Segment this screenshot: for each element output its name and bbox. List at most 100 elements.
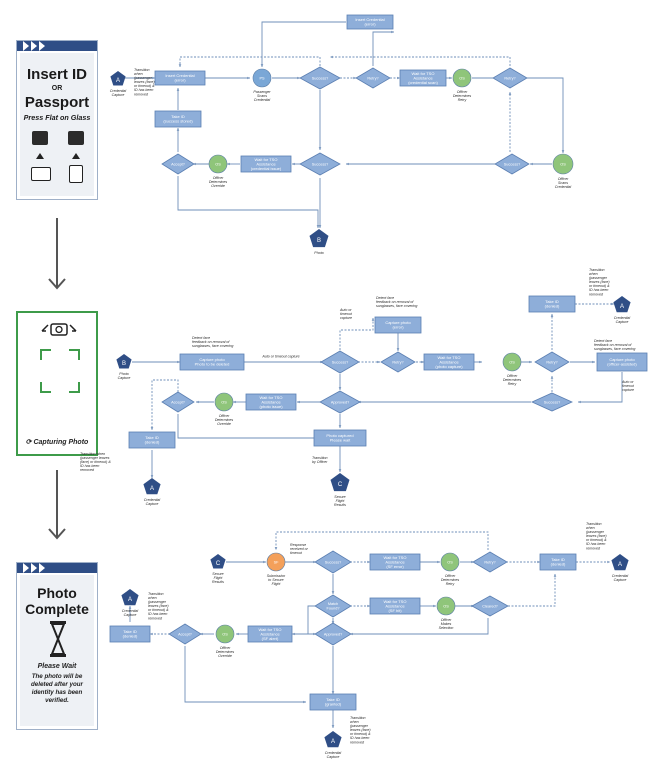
label-line: Scans xyxy=(558,181,568,185)
label-line: Officer xyxy=(445,574,456,578)
label-line: Flight xyxy=(214,576,224,580)
label-line: or timeout) & xyxy=(586,538,607,542)
arrowhead xyxy=(338,469,342,472)
label-line: Transition xyxy=(148,592,164,596)
arrowhead xyxy=(437,560,440,564)
label-line: Accept? xyxy=(178,632,192,636)
d1-insert-credential xyxy=(154,70,206,86)
label-line: Wait for TSO xyxy=(259,627,282,632)
id-card-photo-icon xyxy=(32,131,48,145)
please-wait-text: Please Wait xyxy=(37,663,77,670)
label-line: ID has been xyxy=(80,464,99,468)
label-line: removed xyxy=(586,546,601,550)
label-line: Officer xyxy=(457,90,468,94)
screen-flow-arrowhead xyxy=(48,528,66,540)
arrowhead xyxy=(292,162,295,166)
d3-take-id-bottom-label: Take ID(granted) xyxy=(325,697,342,706)
arrowhead xyxy=(353,76,356,80)
d1-officer-override xyxy=(208,154,228,174)
arrowhead xyxy=(331,725,335,728)
label-line: Credential xyxy=(254,98,271,102)
d2-end-C xyxy=(330,473,350,492)
label-line: Determines xyxy=(215,418,234,422)
d2-capture-officer-label: Capture photo(officer-assisted) xyxy=(607,357,637,366)
d3-decision-accept-label: Accept? xyxy=(178,632,192,636)
arrowhead xyxy=(150,475,154,478)
label-line: A xyxy=(331,739,335,745)
label-line: (denied) xyxy=(545,304,560,309)
d1-decision-retry2-label: Retry? xyxy=(504,76,515,80)
label-line: Photo xyxy=(314,251,323,255)
label-line: (officer-assisted) xyxy=(607,362,637,367)
label-line: Cleared? xyxy=(482,604,497,608)
arrowhead xyxy=(607,560,610,564)
d2-decision-retry2 xyxy=(534,351,570,373)
arrowhead xyxy=(433,604,436,608)
screen-body: ⟳ Capturing Photo xyxy=(20,315,94,452)
d1-flow xyxy=(261,21,346,67)
arrowhead xyxy=(263,560,266,564)
d1-flow xyxy=(372,31,394,66)
label-line: Officer xyxy=(441,618,452,622)
arrowhead xyxy=(331,591,335,594)
label-line: Results xyxy=(212,580,224,584)
d2-start-B xyxy=(116,354,132,369)
d2-take-id-top xyxy=(528,295,576,313)
arrowhead xyxy=(196,400,199,404)
label-line: Credential xyxy=(144,498,161,502)
label-line: Credential xyxy=(555,185,572,189)
label-line: leaves (face) xyxy=(350,728,371,732)
d3-decision-success-label: Success? xyxy=(325,560,341,564)
label-line: ID has been xyxy=(134,88,153,92)
d1-flow xyxy=(179,56,321,67)
d3-take-id-left-label: Take ID(denied) xyxy=(123,629,138,638)
arrowhead xyxy=(397,76,400,80)
capturing-status: ⟳ Capturing Photo xyxy=(20,438,94,446)
d3-end-left-A-letter: A xyxy=(128,597,132,603)
capturing-label: Capturing Photo xyxy=(33,439,89,446)
label-line: Retry? xyxy=(392,360,403,364)
d2-end-top-A-letter: A xyxy=(620,304,624,310)
label-line: Capture photo xyxy=(385,320,411,325)
label-line: (SF alert) xyxy=(262,636,279,641)
d3-decision-retry xyxy=(472,551,508,573)
label-line: Officer xyxy=(219,414,230,418)
arrowhead xyxy=(530,162,533,166)
label-line: Found? xyxy=(327,606,340,610)
label-line: Officer xyxy=(507,374,518,378)
label-line: (error) xyxy=(174,78,186,83)
arrowhead xyxy=(331,691,335,694)
label-line: Determines xyxy=(453,94,472,98)
frame-corner xyxy=(69,382,80,393)
d3-decision-approved-label: Approved? xyxy=(324,632,342,636)
d2-officer-retry xyxy=(502,352,522,372)
passport-photo-icon xyxy=(68,131,84,145)
d1-officer-scans xyxy=(552,153,574,175)
label-line: Officer xyxy=(220,646,231,650)
arrowhead xyxy=(537,560,540,564)
label-line: capture xyxy=(340,316,352,320)
d1-flow xyxy=(527,77,564,153)
arrowhead xyxy=(346,162,349,166)
label-line: Assistance xyxy=(260,631,280,636)
d2-decision-approved-label: Approved? xyxy=(331,400,349,404)
d1-officer-retry xyxy=(452,68,472,88)
label-line: leaves (face) xyxy=(586,534,607,538)
label-line: Photo xyxy=(119,372,128,376)
d3-submission-text: SF xyxy=(274,560,280,564)
d1-take-id-label: Take ID(success stored) xyxy=(163,114,193,123)
label-line: (face) or timeout) & xyxy=(80,460,111,464)
label-line: Credential xyxy=(614,316,631,320)
arrow-up-icon xyxy=(72,153,80,159)
d2-officer-override xyxy=(214,392,234,412)
label-line: PS xyxy=(259,76,265,80)
label-line: Transition xyxy=(589,268,605,272)
arrowhead xyxy=(330,55,333,59)
d3-decision-cleared xyxy=(471,595,509,617)
